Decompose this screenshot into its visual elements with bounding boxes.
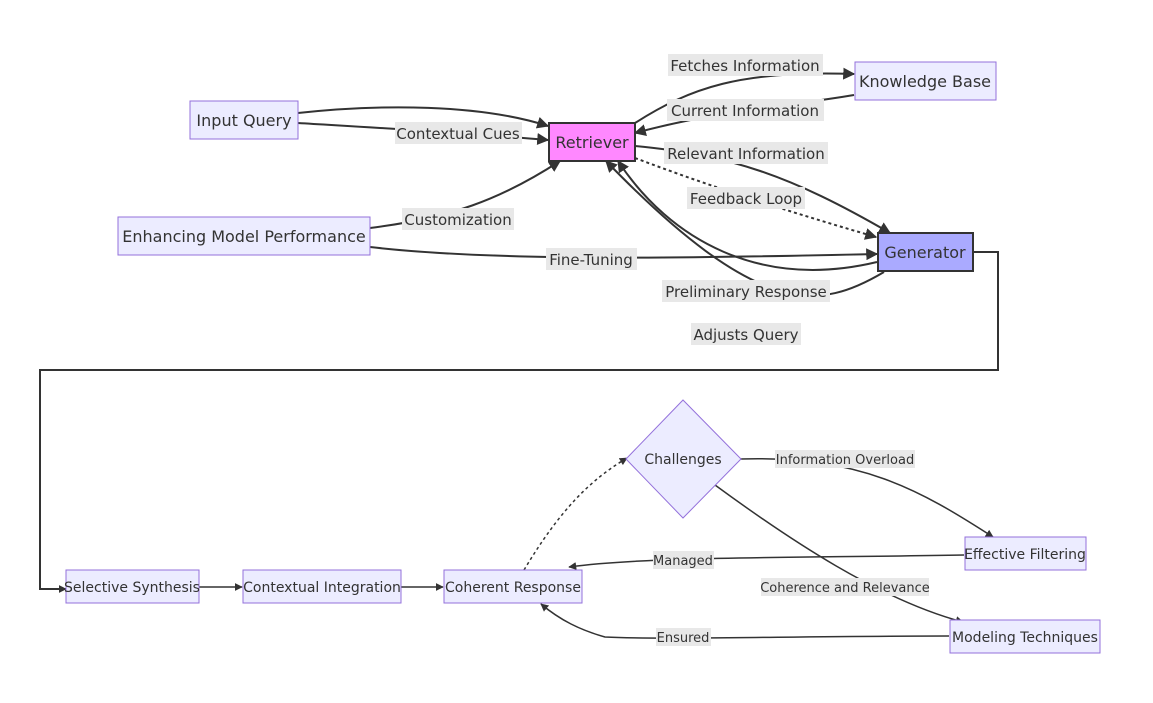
edge-label-coherence-and-relevance: Coherence and Relevance [760, 578, 930, 596]
svg-text:Relevant Information: Relevant Information [667, 145, 824, 163]
node-modeling-techniques[interactable]: Modeling Techniques [949, 619, 1101, 654]
svg-text:Fetches Information: Fetches Information [670, 57, 819, 75]
edge-label-current-information: Current Information [667, 99, 824, 121]
svg-text:Selective Synthesis: Selective Synthesis [64, 580, 200, 596]
svg-text:Ensured: Ensured [657, 631, 710, 646]
node-input-query[interactable]: Input Query [189, 100, 299, 140]
svg-text:Coherence and Relevance: Coherence and Relevance [760, 581, 930, 596]
svg-text:Current Information: Current Information [671, 102, 819, 120]
svg-text:Preliminary Response: Preliminary Response [665, 283, 827, 301]
svg-text:Information Overload: Information Overload [776, 453, 914, 468]
svg-text:Knowledge Base: Knowledge Base [859, 72, 991, 91]
node-effective-filtering[interactable]: Effective Filtering [964, 536, 1087, 571]
svg-text:Customization: Customization [404, 211, 511, 229]
edge-label-preliminary-response: Preliminary Response [662, 280, 830, 302]
edge-label-fetches-information: Fetches Information [668, 54, 823, 76]
svg-text:Generator: Generator [884, 243, 966, 262]
edge-label-fine-tuning: Fine-Tuning [546, 248, 637, 270]
node-selective-synthesis[interactable]: Selective Synthesis [64, 569, 200, 604]
edge-managed [568, 554, 965, 570]
svg-text:Contextual Integration: Contextual Integration [243, 580, 401, 596]
svg-text:Challenges: Challenges [644, 452, 721, 468]
edge-ensured [540, 603, 950, 639]
edge-preliminary-response [617, 159, 878, 271]
edge-label-feedback-loop: Feedback Loop [687, 187, 805, 209]
node-generator[interactable]: Generator [877, 232, 974, 272]
edge-label-relevant-information: Relevant Information [664, 142, 828, 164]
node-coherent-response[interactable]: Coherent Response [443, 569, 583, 604]
svg-text:Managed: Managed [653, 554, 713, 569]
svg-text:Feedback Loop: Feedback Loop [690, 190, 802, 208]
svg-text:Contextual Cues: Contextual Cues [396, 125, 520, 143]
svg-text:Fine-Tuning: Fine-Tuning [549, 251, 633, 269]
edge-information-overload [739, 457, 994, 538]
edge-coherent-to-challenges [523, 457, 628, 571]
svg-text:Adjusts Query: Adjusts Query [693, 326, 798, 344]
edge-adjusts-query [605, 160, 885, 297]
edge-label-adjusts-query: Adjusts Query [691, 323, 801, 345]
node-knowledge-base[interactable]: Knowledge Base [854, 61, 997, 101]
edge-label-ensured: Ensured [656, 628, 711, 646]
svg-text:Modeling Techniques: Modeling Techniques [952, 630, 1098, 646]
svg-text:Coherent Response: Coherent Response [445, 580, 581, 596]
edge-feedback-loop [634, 157, 878, 240]
edge-customization [369, 160, 562, 229]
node-contextual-integration[interactable]: Contextual Integration [242, 569, 402, 604]
edge-label-information-overload: Information Overload [775, 450, 915, 468]
edge-input-to-retriever [297, 106, 550, 129]
svg-text:Input Query: Input Query [196, 111, 291, 130]
edge-label-contextual-cues: Contextual Cues [395, 122, 522, 144]
svg-text:Effective Filtering: Effective Filtering [964, 547, 1086, 563]
svg-text:Enhancing Model Performance: Enhancing Model Performance [122, 227, 365, 246]
node-retriever[interactable]: Retriever [548, 122, 636, 162]
edge-label-customization: Customization [402, 208, 514, 230]
svg-text:Retriever: Retriever [555, 133, 629, 152]
node-challenges[interactable]: Challenges [625, 399, 742, 519]
edge-generator-to-selective-synthesis [39, 251, 999, 593]
edge-label-managed: Managed [653, 551, 714, 569]
edge-coherence-and-relevance [714, 484, 964, 625]
node-enhancing-model-performance[interactable]: Enhancing Model Performance [117, 216, 371, 256]
